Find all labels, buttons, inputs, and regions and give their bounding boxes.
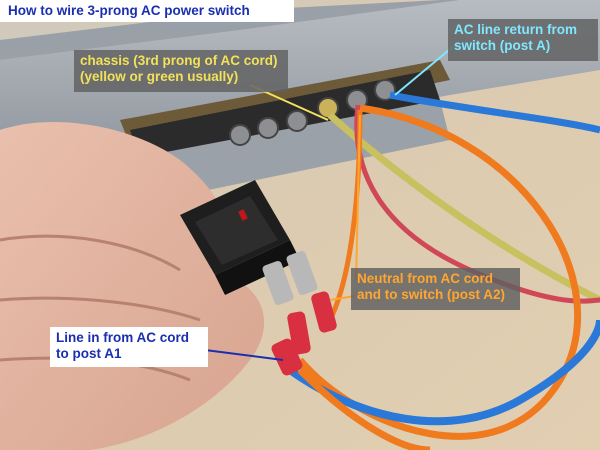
chassis-label-line2: (yellow or green usually) <box>80 69 239 84</box>
ac-line-return-label: AC line return from switch (post A) <box>448 19 598 61</box>
line-in-label-line2: to post A1 <box>56 346 122 361</box>
line-in-label-line1: Line in from AC cord <box>56 330 190 345</box>
spade-connectors <box>262 250 337 376</box>
neutral-pointer-line-2 <box>329 295 356 301</box>
blue-wire-ac-line-return <box>389 91 600 134</box>
neutral-label-line2: and to switch (post A2) <box>357 287 505 302</box>
line-in-label: Line in from AC cord to post A1 <box>50 327 208 367</box>
yellow-wire-chassis <box>327 112 600 304</box>
neutral-label-line1: Neutral from AC cord <box>357 271 494 286</box>
neutral-label: Neutral from AC cord and to switch (post… <box>351 268 520 310</box>
chassis-label: chassis (3rd prong of AC cord) (yellow o… <box>74 50 288 92</box>
rocker-switch <box>180 180 300 295</box>
line-in-pointer-line <box>204 349 284 361</box>
page-title: How to wire 3-prong AC power switch <box>0 0 294 22</box>
chassis-label-line1: chassis (3rd prong of AC cord) <box>80 53 278 68</box>
orange-wire-lower <box>297 367 431 450</box>
neutral-pointer-line <box>355 114 361 281</box>
ac-line-pointer-line <box>394 44 456 96</box>
ac-line-return-label-line2: switch (post A) <box>454 38 551 53</box>
ac-line-return-label-line1: AC line return from <box>454 22 578 37</box>
blue-wire-line-in <box>287 319 600 426</box>
